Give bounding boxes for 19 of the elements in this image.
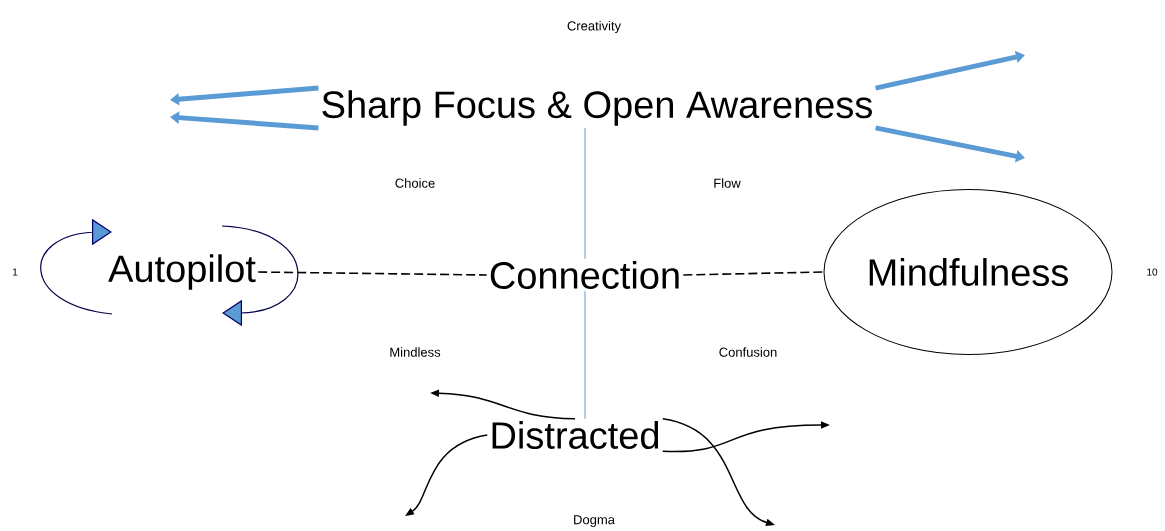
ellipse-node: Mindfulness xyxy=(823,189,1113,355)
connector-line xyxy=(584,127,586,260)
label-text: Creativity xyxy=(567,20,622,34)
node-text: Connection xyxy=(490,261,679,289)
arrow xyxy=(875,50,1025,91)
label-text: Dogma xyxy=(574,515,615,527)
label-text: Mindless xyxy=(390,347,441,357)
connector-line xyxy=(584,290,586,420)
dashed-line xyxy=(682,271,825,276)
label-text: 10 xyxy=(1147,268,1158,276)
arrow xyxy=(170,85,319,106)
label-text: 1 xyxy=(13,268,18,276)
node-text: Autopilot xyxy=(108,254,256,290)
dashed-line xyxy=(257,271,488,276)
label-text: Flow xyxy=(714,178,741,188)
label-text: Choice xyxy=(395,178,435,188)
node-text: Distracted xyxy=(492,421,659,449)
label-text: Confusion xyxy=(719,347,777,357)
node-text: Sharp Focus & Open Awareness xyxy=(322,90,872,126)
